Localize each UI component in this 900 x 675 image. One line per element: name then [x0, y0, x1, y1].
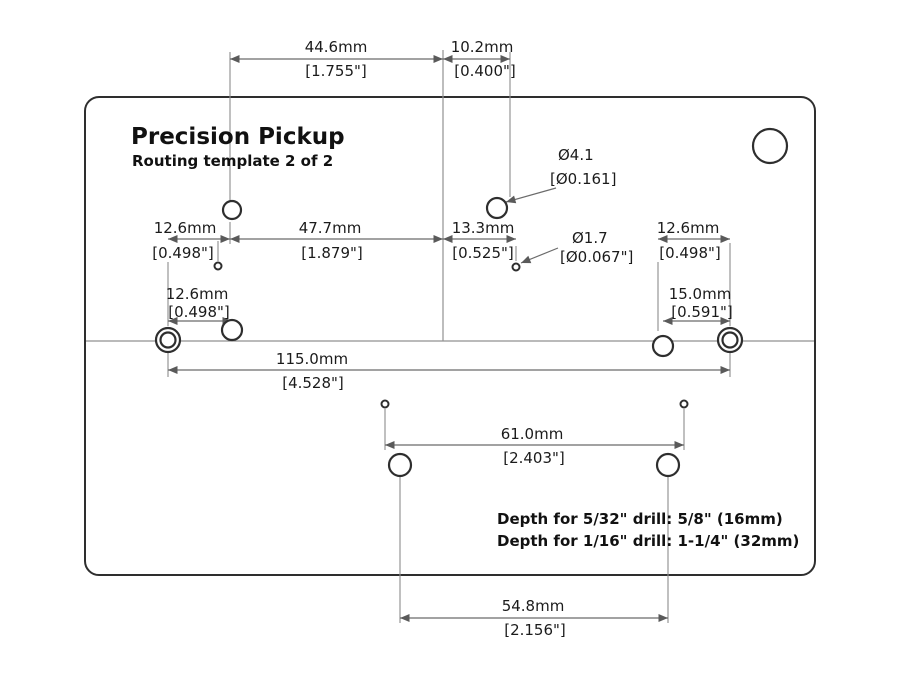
dim-lower-right-mm-label: 15.0mm	[669, 285, 732, 303]
page-subtitle: Routing template 2 of 2	[132, 152, 333, 170]
reference-lines	[86, 50, 814, 342]
dim-top-offset-inch-label: [0.400"]	[454, 62, 516, 80]
leader-line	[505, 187, 557, 204]
dim-lower-left: 12.6mm [0.498"]	[166, 285, 232, 325]
dim-mount-span-inch-label: [4.528"]	[282, 374, 344, 392]
page-title: Precision Pickup	[131, 124, 345, 150]
dim-mount-span-mm-label: 115.0mm	[276, 350, 348, 368]
dim-lower-right: 15.0mm [0.591"]	[663, 285, 733, 325]
callout-large-hole: Ø4.1 [Ø0.161]	[505, 146, 616, 204]
drill-hole-bottom-left	[387, 452, 413, 478]
dim-center-left: 47.7mm [1.879"]	[230, 219, 443, 262]
dim-top-width: 44.6mm [1.755"]	[230, 38, 443, 80]
dim-top-width-mm-label: 44.6mm	[305, 38, 368, 56]
dim-upper-right: 12.6mm [0.498"]	[657, 219, 730, 262]
dim-top-offset-mm-label: 10.2mm	[451, 38, 514, 56]
dim-top-width-inch-label: [1.755"]	[305, 62, 367, 80]
screw-hole-top-center	[485, 196, 509, 220]
dim-center-right-mm-label: 13.3mm	[452, 219, 515, 237]
dim-lower-left-inch-label: [0.498"]	[168, 303, 230, 321]
dim-upper-right-mm-label: 12.6mm	[657, 219, 720, 237]
dim-upper-right-inch-label: [0.498"]	[659, 244, 721, 262]
dim-lower-left-mm-label: 12.6mm	[166, 285, 229, 303]
corner-hole	[751, 127, 789, 165]
small-hole-dia-label: Ø1.7	[572, 229, 608, 247]
dim-center-right-inch-label: [0.525"]	[452, 244, 514, 262]
screw-hole-top-left	[221, 199, 243, 221]
eyelet-right-inner	[721, 331, 739, 349]
dim-center-left-inch-label: [1.879"]	[301, 244, 363, 262]
dim-top-offset: 10.2mm [0.400"]	[443, 38, 516, 80]
dim-upper-left-inch-label: [0.498"]	[152, 244, 214, 262]
dim-pilot-span: 61.0mm [2.403"]	[385, 425, 684, 467]
title-block: Precision Pickup Routing template 2 of 2	[131, 124, 345, 170]
depth-note-2: Depth for 1/16" drill: 1-1/4" (32mm)	[497, 532, 799, 550]
screw-hole-mid-left	[220, 318, 244, 342]
drill-hole-bottom-right	[655, 452, 681, 478]
dim-upper-left-mm-label: 12.6mm	[154, 219, 217, 237]
eyelet-left-inner	[159, 331, 177, 349]
depth-notes: Depth for 5/32" drill: 5/8" (16mm) Depth…	[497, 510, 799, 550]
screw-hole-mid-right	[651, 334, 675, 358]
dim-lower-right-inch-label: [0.591"]	[671, 303, 733, 321]
pilot-dot-upper-center	[511, 262, 521, 272]
dim-upper-left: 12.6mm [0.498"]	[152, 219, 230, 262]
pilot-dot-lower-left	[380, 399, 390, 409]
callout-small-hole: Ø1.7 [Ø0.067"]	[520, 229, 633, 266]
large-hole-inch-label: [Ø0.161]	[550, 170, 616, 188]
dim-pilot-span-inch-label: [2.403"]	[503, 449, 565, 467]
small-hole-inch-label: [Ø0.067"]	[560, 248, 633, 266]
dim-bottom-span-mm-label: 54.8mm	[502, 597, 565, 615]
depth-note-1: Depth for 5/32" drill: 5/8" (16mm)	[497, 510, 783, 528]
dim-center-left-mm-label: 47.7mm	[299, 219, 362, 237]
dim-pilot-span-mm-label: 61.0mm	[501, 425, 564, 443]
pilot-dot-lower-right	[679, 399, 689, 409]
dim-center-right: 13.3mm [0.525"]	[443, 219, 516, 262]
template-plate-outline	[84, 96, 816, 576]
pilot-dot-upper-left	[213, 261, 223, 271]
dim-mount-span: 115.0mm [4.528"]	[168, 350, 730, 392]
holes	[154, 127, 789, 478]
leader-line	[520, 247, 559, 264]
dim-bottom-span-inch-label: [2.156"]	[504, 621, 566, 639]
large-hole-dia-label: Ø4.1	[558, 146, 594, 164]
dim-bottom-span: 54.8mm [2.156"]	[400, 597, 668, 639]
